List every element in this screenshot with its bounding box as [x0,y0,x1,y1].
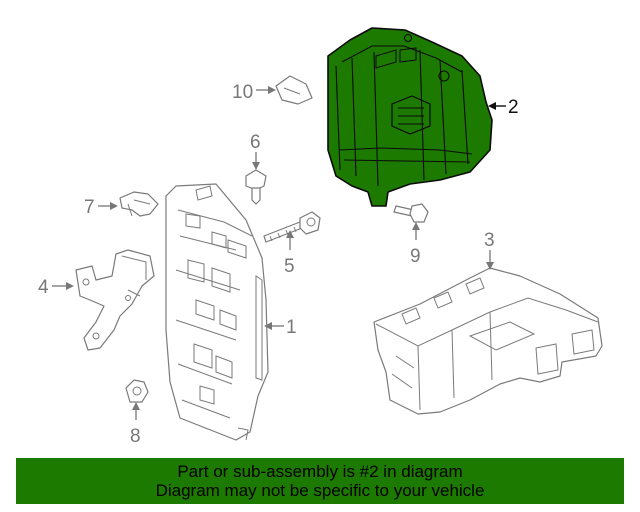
callout-8-label: 8 [130,426,141,447]
callout-3-label: 3 [484,230,495,251]
banner-line-2: Diagram may not be specific to your vehi… [155,481,485,500]
callout-6-label: 6 [250,132,261,153]
banner-line-1: Part or sub-assembly is #2 in diagram [177,462,463,481]
callout-1[interactable]: 1 [264,317,297,338]
part-6-screw[interactable] [245,169,267,205]
callout-9[interactable]: 9 [410,222,421,267]
part-1-module[interactable] [165,183,269,441]
callout-4-label: 4 [38,277,49,298]
callout-2-label: 2 [508,97,519,118]
part-2-highlighted[interactable] [327,27,493,207]
callout-1-label: 1 [286,317,297,338]
callout-8[interactable]: 8 [130,402,141,447]
callout-6[interactable]: 6 [250,132,261,170]
part-8-nut[interactable] [125,379,149,403]
part-9-bolt[interactable] [393,203,429,223]
callout-3[interactable]: 3 [484,230,495,270]
callout-5[interactable]: 5 [284,230,295,277]
part-7-clip[interactable] [119,191,159,217]
part-10-clip[interactable] [275,75,313,105]
callout-4[interactable]: 4 [38,277,74,298]
parts-diagram: 1 2 3 4 5 6 7 8 [38,27,603,447]
info-banner: Part or sub-assembly is #2 in diagram Di… [16,458,624,504]
part-3-bracket[interactable] [373,267,603,415]
part-4-bracket[interactable] [75,249,155,351]
callout-2[interactable]: 2 [488,97,519,118]
callout-5-label: 5 [284,256,295,277]
callout-9-label: 9 [410,246,421,267]
part-5-bolt[interactable] [263,211,321,243]
callout-7-label: 7 [84,197,95,218]
callout-7[interactable]: 7 [84,197,118,218]
callout-10[interactable]: 10 [232,82,276,103]
callout-10-label: 10 [232,82,253,103]
